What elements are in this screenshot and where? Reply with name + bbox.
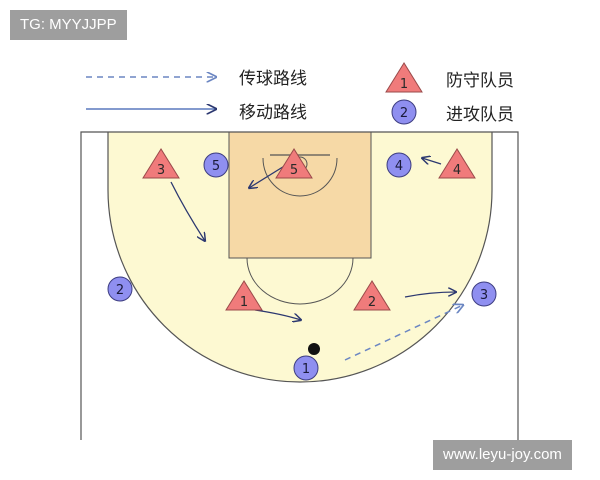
legend-defender-symbol: 1 <box>385 62 423 93</box>
legend-pass-label: 传球路线 <box>239 69 307 89</box>
move-arrow-defender-1 <box>254 309 301 320</box>
attacker-5: 5 <box>203 152 229 178</box>
paint-key <box>228 131 372 259</box>
svg-text:3: 3 <box>480 288 488 303</box>
ball <box>308 343 320 355</box>
svg-text:1: 1 <box>240 295 248 310</box>
attacker-1: 1 <box>293 355 319 381</box>
move-arrow-defender-5 <box>249 164 287 188</box>
svg-text:4: 4 <box>453 163 461 178</box>
legend-defender-label: 防守队员 <box>446 71 514 91</box>
tg-watermark: TG: MYYJJPP <box>10 10 127 40</box>
free-throw-circle <box>246 257 354 305</box>
legend-move-label: 移动路线 <box>239 103 307 123</box>
svg-text:3: 3 <box>157 163 165 178</box>
defender-1: 1 <box>225 280 263 311</box>
site-watermark: www.leyu-joy.com <box>433 440 572 470</box>
move-arrow-defender-2 <box>404 292 456 298</box>
svg-text:2: 2 <box>400 106 408 121</box>
move-arrow-defender-4 <box>422 158 442 164</box>
legend-attacker-label: 进攻队员 <box>446 105 514 125</box>
svg-text:2: 2 <box>368 295 376 310</box>
svg-text:5: 5 <box>212 159 220 174</box>
svg-text:1: 1 <box>400 77 408 92</box>
defender-3: 3 <box>142 148 180 179</box>
svg-text:1: 1 <box>302 362 310 377</box>
attacker-4: 4 <box>386 152 412 178</box>
defender-4: 4 <box>438 148 476 179</box>
court-boundary <box>80 131 519 440</box>
attacker-2: 2 <box>107 276 133 302</box>
move-arrow-defender-3 <box>170 181 205 241</box>
svg-text:2: 2 <box>116 283 124 298</box>
svg-text:4: 4 <box>395 159 403 174</box>
restricted-arc <box>262 157 338 197</box>
svg-text:5: 5 <box>290 163 298 178</box>
defender-2: 2 <box>353 280 391 311</box>
three-point-line <box>107 132 493 383</box>
attacker-3: 3 <box>471 281 497 307</box>
defender-5: 5 <box>275 148 313 179</box>
legend-attacker-symbol: 2 <box>391 99 417 125</box>
